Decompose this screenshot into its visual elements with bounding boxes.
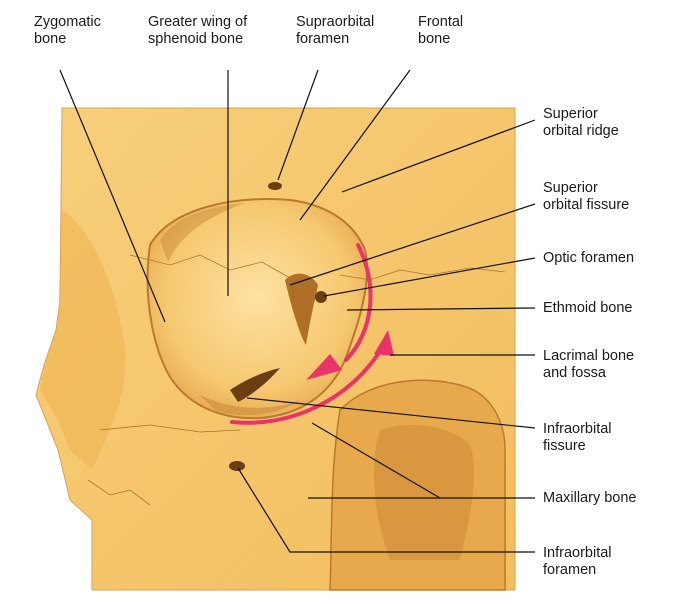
label-maxillary-bone: Maxillary bone <box>543 490 637 506</box>
outer-arrow-path <box>344 243 373 362</box>
rotation-arrows <box>230 243 384 425</box>
inner-arrow-path <box>230 346 384 425</box>
optic-foramen-hole <box>315 291 327 303</box>
infraorbital-foramen-hole <box>229 461 245 471</box>
suture-line <box>99 424 241 433</box>
leader-superior-fissure <box>289 203 536 286</box>
label-ethmoid-bone: Ethmoid bone <box>543 300 633 316</box>
leader-ethmoid <box>346 307 536 311</box>
label-optic-foramen: Optic foramen <box>543 250 635 266</box>
zygomatic-shading <box>40 210 126 470</box>
leader-optic-foramen <box>323 257 536 297</box>
leader-zygomatic <box>59 69 166 323</box>
inner-arrow-head <box>374 330 394 356</box>
leader-infraorbital-fissure <box>246 397 536 429</box>
suture-line <box>129 254 291 279</box>
superior-fissure-shape <box>285 273 318 345</box>
orbit-rim-shadow <box>160 203 245 262</box>
orbit-lower-shadow <box>200 395 300 416</box>
nasal-inner <box>373 425 475 560</box>
suture-line <box>87 479 151 506</box>
supraorbital-foramen-hole <box>268 182 282 190</box>
leader-supraorbital-foramen <box>277 69 319 181</box>
leader-infraorbital-foramen <box>237 467 535 553</box>
infraorbital-fissure-shape <box>230 368 280 402</box>
leader-frontal <box>299 69 411 221</box>
leader-superior-ridge <box>341 119 536 193</box>
leader-maxillary-b <box>311 422 441 499</box>
outer-arrow-head <box>306 354 342 380</box>
